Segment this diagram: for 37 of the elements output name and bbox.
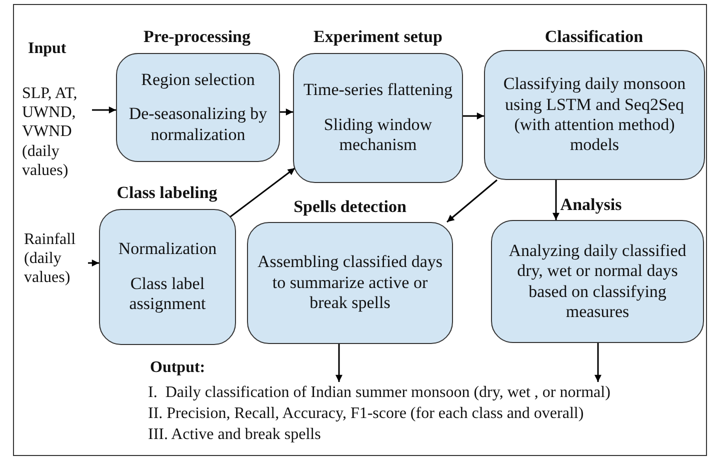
section-label: Output: xyxy=(150,359,206,377)
process-box xyxy=(99,209,236,345)
step-text: Class label assignment xyxy=(128,274,207,315)
step-text: Classifying daily monsoon using LSTM and Seq2Seq (with attention method) models xyxy=(502,74,687,156)
arrow xyxy=(552,180,560,220)
step-text: Time-series flattening xyxy=(303,80,453,101)
output-item: III. Active and break spells xyxy=(148,425,322,445)
step-text: Sliding window mechanism xyxy=(322,114,434,156)
step-text: Analyzing daily classified dry, wet or normal days based on classifying measures xyxy=(508,240,688,322)
step-text: Normalization xyxy=(118,239,217,260)
input-text: Rainfall (daily values) xyxy=(24,230,88,290)
step-text: Assembling classified days to summarize active or break spells xyxy=(256,252,444,314)
step-text: Region selection xyxy=(141,70,255,90)
process-box xyxy=(116,53,280,162)
input-text: SLP, AT, UWND, VWND (daily values) xyxy=(22,84,92,188)
section-heading: Spells detection xyxy=(294,197,406,217)
section-heading: Experiment setup xyxy=(314,27,442,47)
section-heading: Analysis xyxy=(560,195,622,215)
process-box xyxy=(491,220,704,343)
process-box xyxy=(247,222,453,344)
section-heading: Classification xyxy=(544,27,644,47)
arrow xyxy=(88,260,99,267)
process-box xyxy=(293,53,463,183)
arrow xyxy=(280,108,293,116)
section-heading: Class labeling xyxy=(116,183,218,203)
arrow xyxy=(463,112,484,120)
arrow xyxy=(230,167,296,218)
output-item: II. Precision, Recall, Accuracy, F1-score (for each class and overall) xyxy=(148,404,585,424)
arrow xyxy=(335,344,342,382)
arrow xyxy=(446,179,498,223)
section-label: Input xyxy=(28,40,66,58)
process-box xyxy=(484,50,705,180)
output-item: I. Daily classification of Indian summer monsoon (dry, wet , or normal) xyxy=(148,383,612,403)
arrow xyxy=(594,343,602,382)
step-text: De-seasonalizing by normalization xyxy=(128,104,268,146)
section-heading: Pre-processing xyxy=(143,27,251,47)
arrow xyxy=(92,106,116,114)
